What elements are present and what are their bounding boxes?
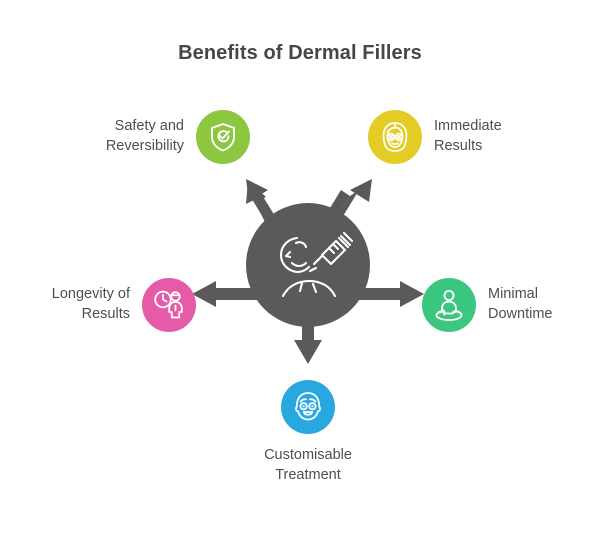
benefit-icon-circle-safety[interactable] <box>196 110 250 164</box>
benefit-label-safety: Safety and Reversibility <box>105 118 184 154</box>
face-profile-syringe-icon <box>279 231 354 298</box>
benefit-node-customisable[interactable]: Customisable Treatment <box>228 380 388 485</box>
benefit-label-customisable: Customisable Treatment <box>264 447 352 483</box>
hub-circle <box>246 203 370 327</box>
benefit-icon-circle-customisable[interactable] <box>281 380 335 434</box>
benefit-label-downtime: Minimal Downtime <box>488 286 553 322</box>
benefit-node-immediate[interactable]: Immediate Results <box>368 110 568 164</box>
benefit-label-longevity: Longevity of Results <box>51 286 130 322</box>
benefit-icon-circle-longevity[interactable] <box>142 278 196 332</box>
arrow-left-icon <box>192 281 260 307</box>
benefit-icon-circle-immediate[interactable] <box>368 110 422 164</box>
benefit-label-immediate: Immediate Results <box>434 118 502 154</box>
arrow-right-icon <box>356 281 424 307</box>
benefit-node-downtime[interactable]: Minimal Downtime <box>422 278 600 332</box>
page-title: Benefits of Dermal Fillers <box>178 42 422 64</box>
benefit-node-longevity[interactable]: Longevity of Results <box>10 278 196 332</box>
benefit-node-safety[interactable]: Safety and Reversibility <box>60 110 250 164</box>
spa-face-cucumber-icon <box>382 122 408 152</box>
person-refresh-icon <box>435 290 463 321</box>
benefit-icon-circle-downtime[interactable] <box>422 278 476 332</box>
shield-check-icon <box>211 123 235 152</box>
clock-person-icon <box>154 290 183 319</box>
smiling-face-icon <box>295 392 321 421</box>
